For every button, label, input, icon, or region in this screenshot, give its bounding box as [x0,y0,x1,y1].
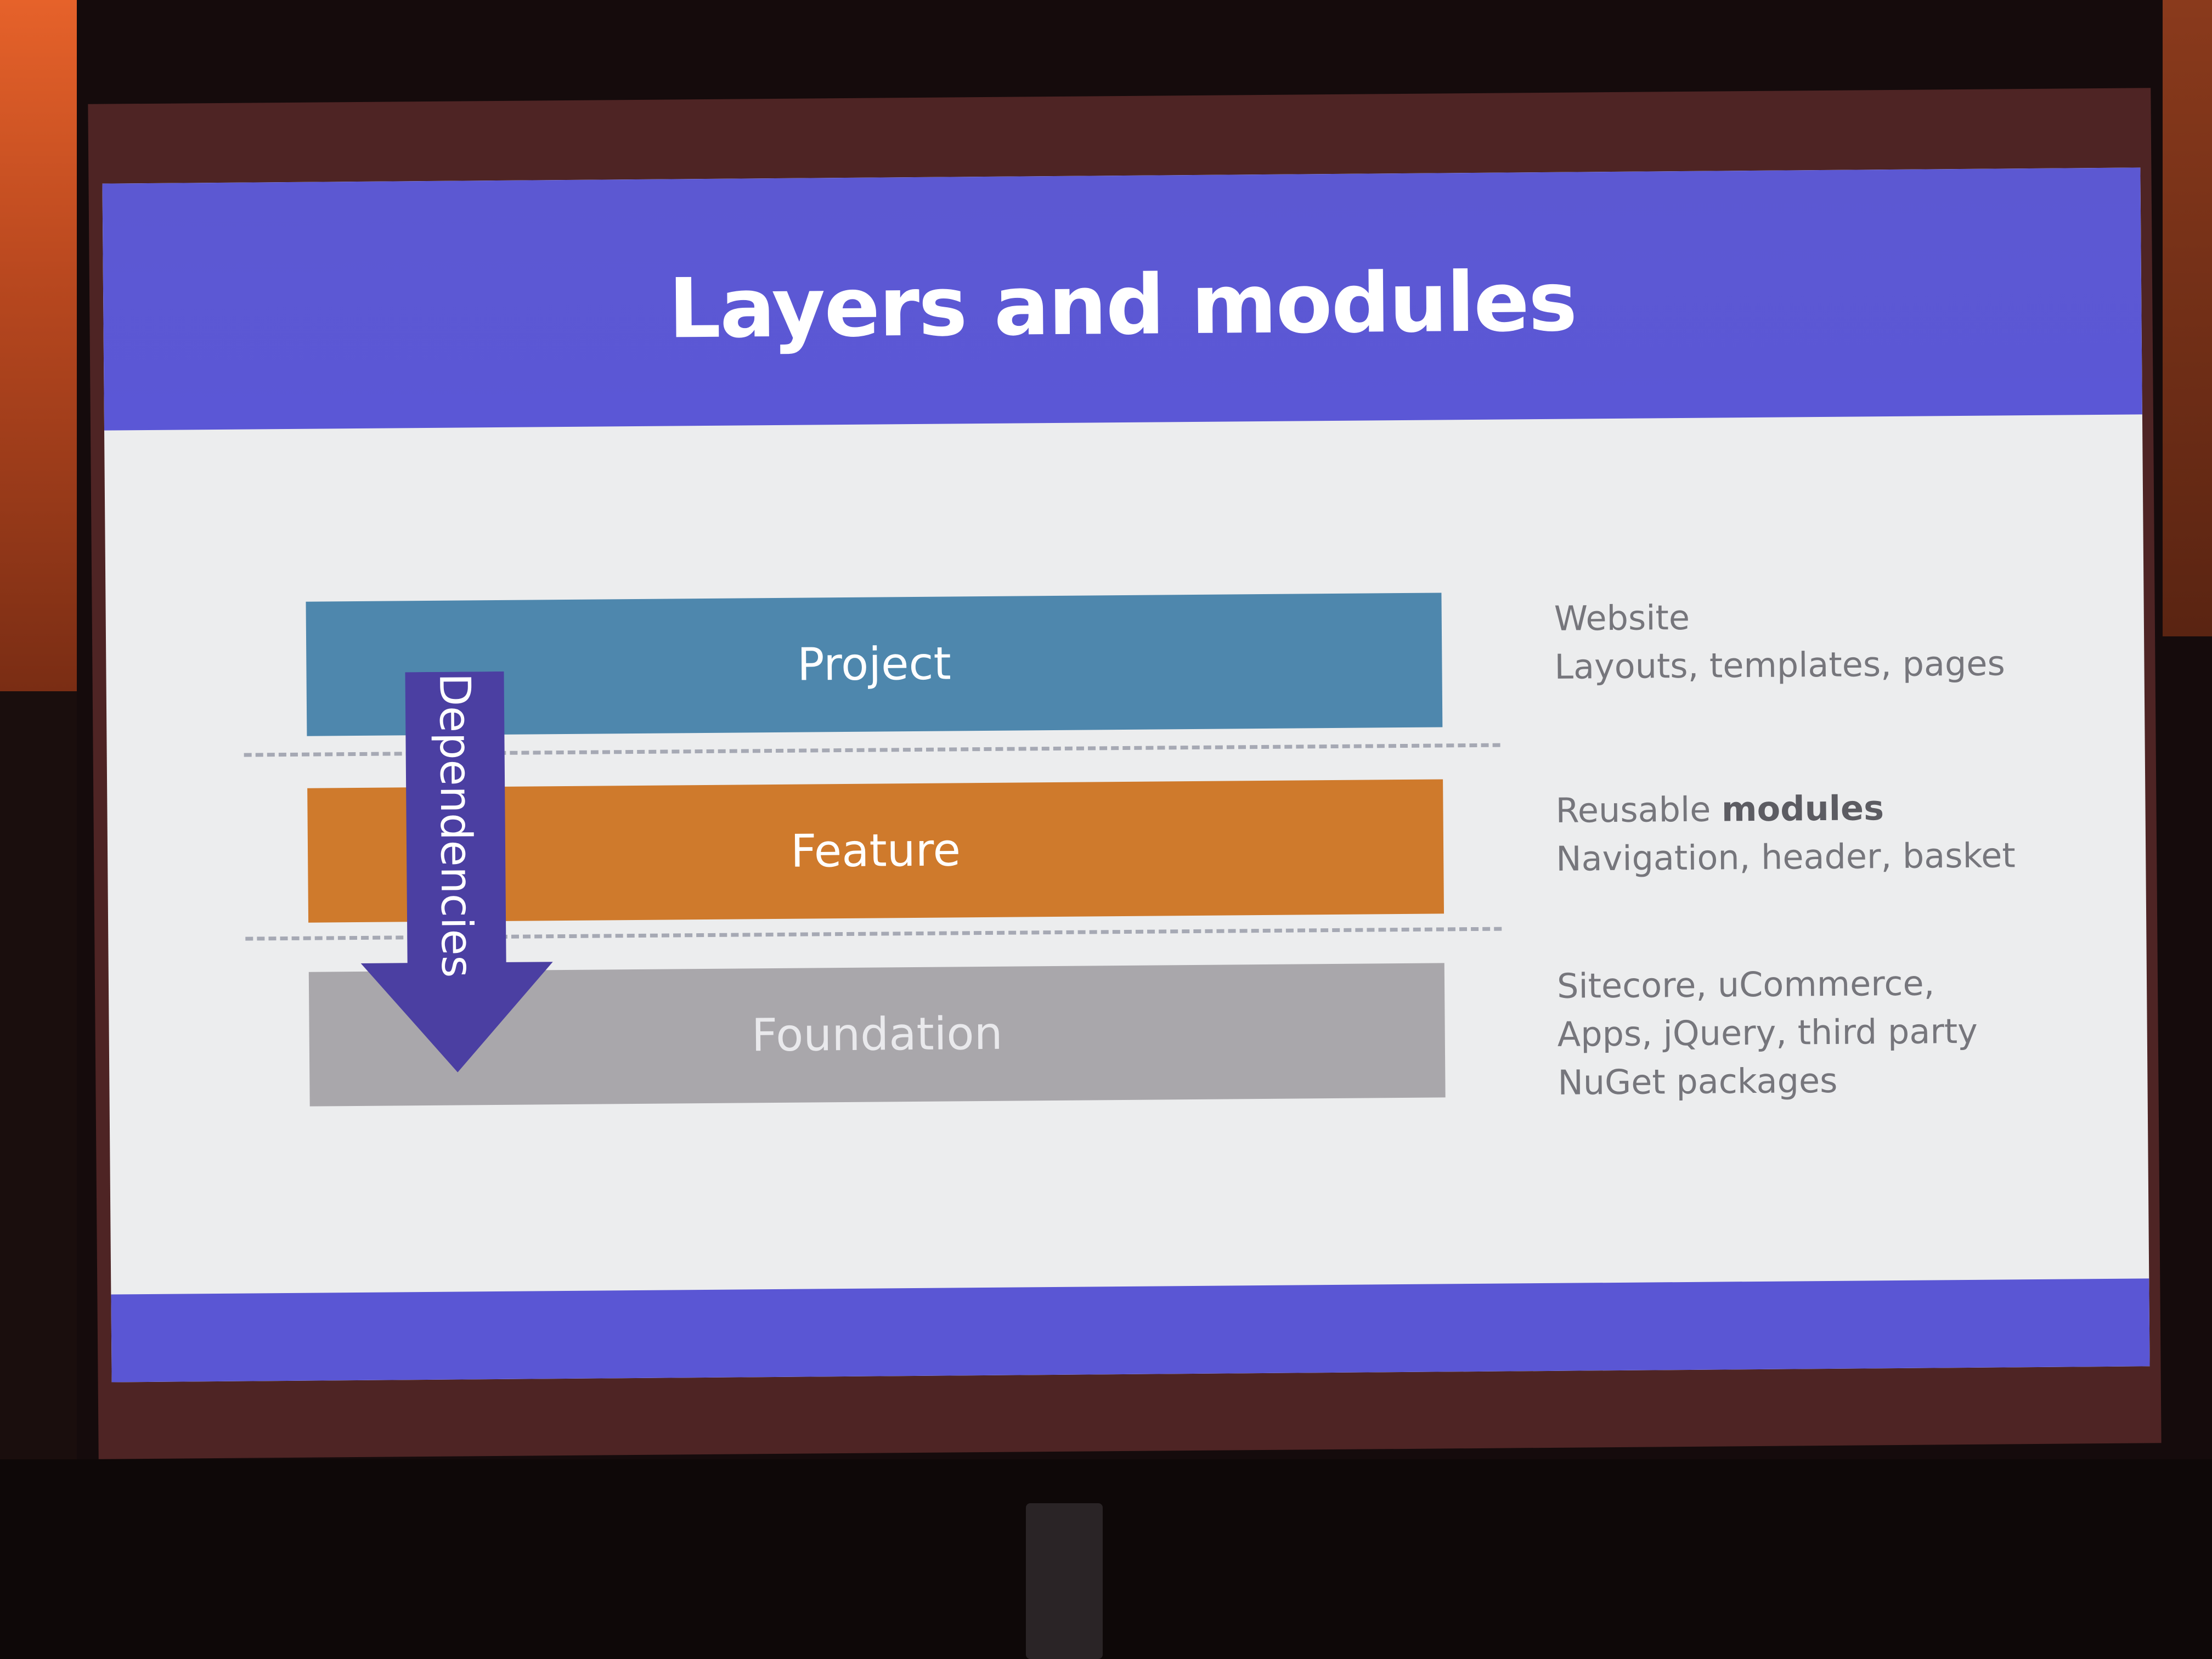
room-floor [0,1459,2212,1659]
bottom-bar [111,1278,2150,1383]
slide-title: Layers and modules [668,254,1577,357]
presentation-slide: Layers and modules Project Feature Found… [102,167,2150,1383]
dependencies-arrow: Dependencies [353,671,560,1073]
foundation-desc-line-2: Apps, jQuery, third party [1557,1011,1978,1054]
foundation-desc-line-3: NuGet packages [1558,1060,1838,1103]
room-wall-left [0,0,77,691]
title-bar: Layers and modules [102,167,2142,431]
feature-description: Reusable modules Navigation, header, bas… [1555,782,2104,883]
feature-desc-line-2: Navigation, header, basket [1555,835,2016,879]
layer-foundation-label: Foundation [751,1007,1003,1062]
stage-post [1026,1503,1103,1659]
layer-project-label: Project [797,637,952,691]
layer-feature-label: Feature [790,824,961,878]
down-arrow-icon [360,671,553,1073]
foundation-description: Sitecore, uCommerce, Apps, jQuery, third… [1557,958,2107,1107]
foundation-desc-line-1: Sitecore, uCommerce, [1556,963,1935,1006]
feature-desc-prefix: Reusable [1555,789,1722,831]
project-desc-line-1: Website [1554,597,1690,639]
project-description: Website Layouts, templates, pages [1554,590,2103,691]
dependencies-label: Dependencies [430,673,482,978]
room-wall-right [2163,0,2212,636]
feature-desc-bold: modules [1721,788,1884,830]
projection-screen: Layers and modules Project Feature Found… [88,88,2162,1459]
project-desc-line-2: Layouts, templates, pages [1554,643,2005,687]
feature-desc-line-1: Reusable modules [1555,782,2104,835]
